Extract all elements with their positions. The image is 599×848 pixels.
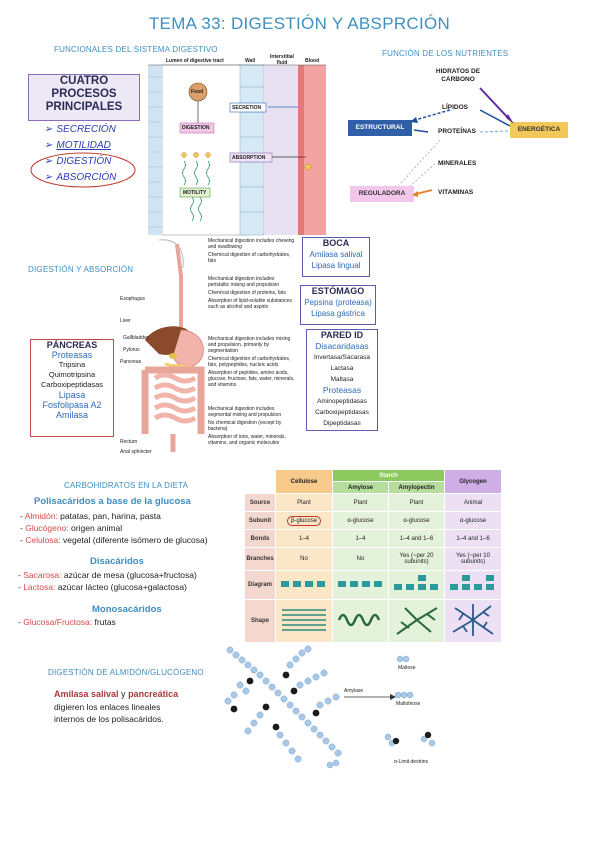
nutrients-diagram: ESTRUCTURAL ENERGÉTICA REGULADORA HIDRAT…: [340, 62, 580, 212]
di-sacarosa: - Sacarosa: azúcar de mesa (glucosa+fruc…: [18, 570, 197, 580]
label-rectum: Rectum: [120, 439, 138, 445]
nutrient-lipidos: LÍPIDOS: [442, 104, 469, 111]
section-digestion-almidon: DIGESTIÓN DE ALMIDÓN/GLUCÓGENO: [48, 668, 204, 677]
box-pared-id: PARED ID Disacaridasas Invertasa/Sacaras…: [306, 329, 378, 431]
nutrient-reguladora: REGULADORA: [358, 190, 406, 197]
processes-box: CUATRO PROCESOS PRINCIPALES: [28, 74, 140, 121]
label-esophagus: Esophagus: [120, 296, 146, 302]
nutrient-energetica: ENERGÉTICA: [517, 126, 561, 133]
processes-heading-1: CUATRO: [59, 75, 109, 87]
gut-header-interstitial: Interstitial fluid: [270, 54, 294, 66]
box-boca: BOCA Amilasa salival Lipasa lingual: [302, 237, 370, 277]
polysaccharide-table: Cellulose Starch Glycogen Amylose Amylop…: [244, 469, 502, 643]
almidon-text-2: internos de los polisacáridos.: [54, 714, 164, 724]
label-maltose: Maltose: [398, 665, 416, 671]
label-maltotriose: Maltotriose: [396, 701, 421, 707]
almidon-text-1: digieren los enlaces lineales: [54, 702, 161, 712]
processes-heading-3: PRINCIPALES: [45, 101, 123, 113]
starch-digestion-diagram: Maltose Maltotriose Amylase α-Limit dext…: [220, 645, 470, 775]
label-anal-sphincter: Anal sphincter: [120, 449, 152, 455]
gut-header-blood: Blood: [305, 58, 320, 64]
almidon-amylase-line: Amilasa salival y pancreática: [54, 689, 179, 699]
section-digestion-absorcion: DIGESTIÓN Y ABSORCIÓN: [28, 265, 134, 274]
poli-glucogeno: - Glucógeno: origen animal: [20, 523, 123, 533]
label-pylorus: Pylorus: [123, 347, 140, 353]
th-amylose: Amylose: [332, 481, 389, 494]
gut-header-lumen: Lumen of digestive tract: [166, 58, 224, 64]
poli-title: Polisacáridos a base de la glucosa: [34, 496, 191, 507]
gut-motility: MOTILITY: [183, 190, 207, 196]
notes-large-intestine: Mechanical digestion includes segmental …: [208, 406, 286, 446]
th-amylopectin: Amylopectin: [388, 481, 445, 494]
box-pancreas: PÁNCREAS Proteasas Tripsina Quimotripsin…: [30, 339, 114, 437]
th-glycogen: Glycogen: [444, 469, 502, 494]
label-pancreas: Pancreas: [120, 359, 142, 365]
mono-title: Monosacáridos: [92, 604, 162, 615]
process-circle: [30, 152, 136, 188]
th-starch: Starch: [332, 469, 445, 482]
process-absorcion: ➢ABSORCIÓN: [44, 172, 117, 183]
label-dextrins: α-Limit dextrins: [394, 759, 429, 765]
table-row: Shape: [244, 599, 502, 643]
nutrient-minerales: MINERALES: [438, 160, 477, 167]
section-funcionales: FUNCIONALES DEL SISTEMA DIGESTIVO: [54, 45, 218, 54]
gut-header-wall: Wall: [245, 58, 256, 64]
gut-food: Food: [191, 89, 204, 95]
table-row: Diagram: [244, 570, 502, 600]
gut-absorption: ABSORPTION: [232, 155, 266, 161]
process-digestion: ➢DIGESTIÓN: [44, 156, 112, 167]
nutrient-vitaminas: VITAMINAS: [438, 189, 474, 196]
section-carbohidratos: CARBOHIDRATOS EN LA DIETA: [64, 481, 189, 490]
th-cellulose: Cellulose: [275, 469, 333, 494]
poli-almidon: - Almidón: patatas, pan, harina, pasta: [20, 511, 161, 521]
process-secrecion: ➢SECRECIÓN: [44, 124, 116, 135]
notes-stomach: Mechanical digestion includes peristalti…: [208, 276, 292, 310]
process-motilidad: ➢MOTILIDAD: [44, 140, 111, 151]
label-gallbladder: Gallbladder: [123, 335, 149, 341]
mono-glucosa: - Glucosa/Fructosa: frutas: [18, 617, 116, 627]
label-liver: Liver: [120, 318, 131, 324]
poli-celulosa: - Celulosa: vegetal (diferente isómero d…: [20, 535, 208, 545]
nutrient-proteinas: PROTEÍNAS: [438, 128, 476, 135]
notes-mouth: Mechanical digestion includes chewing an…: [208, 238, 295, 264]
page-title: TEMA 33: DIGESTIÓN Y ABSPRCIÓN: [148, 14, 451, 33]
nutrient-estructural: ESTRUCTURAL: [355, 124, 405, 131]
label-amylase: Amylase: [344, 688, 364, 694]
gut-diagram: Lumen of digestive tract Wall Interstiti…: [148, 54, 328, 237]
di-title: Disacáridos: [90, 556, 144, 567]
gut-secretion: SECRETION: [232, 105, 262, 111]
section-funcion-nutrientes: FUNCIÓN DE LOS NUTRIENTES: [382, 49, 509, 58]
box-estomago: ESTÓMAGO Pepsina (proteasa) Lipasa gástr…: [300, 285, 376, 325]
digestive-tract-figure: [115, 238, 215, 458]
notes-small-intestine: Mechanical digestion includes mixing and…: [208, 336, 295, 388]
processes-heading-2: PROCESOS: [51, 88, 117, 100]
gut-digestion: DIGESTION: [182, 125, 210, 131]
di-lactosa: - Lactosa: azúcar lácteo (glucosa+galact…: [18, 582, 187, 592]
